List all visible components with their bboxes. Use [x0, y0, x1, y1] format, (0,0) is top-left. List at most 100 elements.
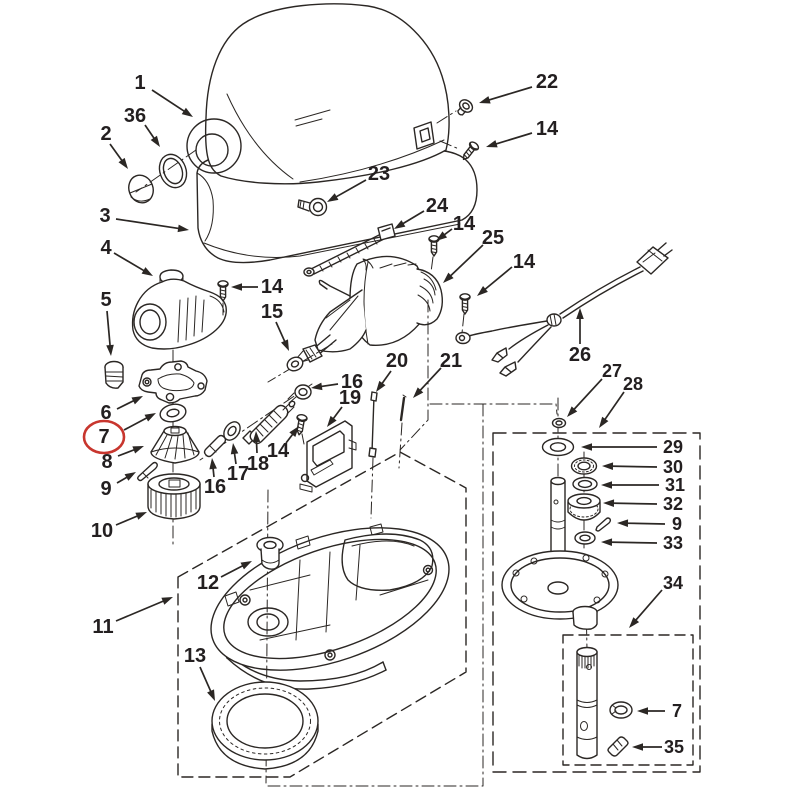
motor [296, 255, 444, 363]
svg-text:25: 25 [482, 227, 504, 249]
svg-text:13: 13 [184, 645, 206, 667]
callout-26: 26 [569, 308, 591, 366]
rod-21 [399, 394, 407, 422]
washer-27 [551, 417, 567, 429]
callout-18: 18 [247, 431, 269, 475]
svg-text:14: 14 [267, 440, 290, 462]
svg-text:5: 5 [100, 289, 111, 311]
pin-20 [368, 391, 378, 458]
callout-13: 13 [184, 645, 215, 701]
callout-7: 7 [637, 701, 682, 721]
lead-assembly [303, 223, 396, 277]
svg-text:31: 31 [665, 475, 685, 495]
callout-28: 28 [599, 374, 643, 428]
svg-text:7: 7 [98, 426, 109, 448]
svg-text:1: 1 [134, 72, 145, 94]
callout-15: 15 [261, 301, 289, 351]
gearcase-housing [210, 523, 450, 690]
svg-text:16: 16 [204, 476, 226, 498]
callout-7: 7 [82, 413, 156, 455]
gear-housing [131, 269, 227, 350]
trim-ring [158, 153, 188, 189]
washer-7 [159, 403, 187, 423]
svg-text:14: 14 [453, 213, 476, 235]
dashed-box-34 [562, 634, 694, 766]
pin-9 [136, 461, 158, 482]
callout-5: 5 [100, 289, 114, 356]
callout-20: 20 [376, 350, 408, 392]
power-cord [455, 242, 673, 377]
washer-33 [574, 531, 596, 545]
callout-35: 35 [632, 737, 684, 757]
svg-text:26: 26 [569, 344, 591, 366]
callout-19: 19 [327, 387, 361, 427]
clutch-16 [287, 384, 312, 404]
callout-31: 31 [601, 475, 685, 495]
screw-14-cord [459, 293, 471, 315]
gear-10 [147, 473, 201, 520]
callout-23: 23 [327, 163, 390, 202]
mixer-body [186, 3, 450, 185]
roll-pin-35 [607, 736, 629, 757]
callout-6: 6 [100, 396, 143, 424]
callout-9: 9 [100, 472, 136, 500]
svg-text:6: 6 [100, 402, 111, 424]
callout-34: 34 [629, 573, 683, 628]
svg-text:9: 9 [672, 514, 682, 534]
callout-36: 36 [124, 105, 160, 147]
callout-30: 30 [602, 457, 683, 477]
svg-text:28: 28 [623, 374, 643, 394]
callout-29: 29 [581, 437, 683, 457]
svg-text:34: 34 [663, 573, 683, 593]
svg-text:21: 21 [440, 350, 462, 372]
svg-text:3: 3 [99, 205, 110, 227]
svg-text:18: 18 [247, 453, 269, 475]
svg-text:14: 14 [261, 276, 284, 298]
callout-12: 12 [197, 561, 252, 594]
callout-33: 33 [601, 533, 683, 553]
pin-9-planetary [595, 517, 612, 532]
svg-text:16: 16 [341, 371, 363, 393]
callout-32: 32 [603, 494, 683, 514]
svg-text:15: 15 [261, 301, 283, 323]
ring-gear-13 [211, 681, 319, 770]
thumb-screw-23 [297, 197, 328, 217]
callout-14: 14 [477, 251, 536, 296]
svg-text:29: 29 [663, 437, 683, 457]
svg-text:33: 33 [663, 533, 683, 553]
callout-22: 22 [479, 71, 558, 104]
callout-3: 3 [99, 205, 189, 233]
washer-17 [223, 421, 241, 441]
gear-32 [567, 493, 601, 521]
bushing-12 [256, 536, 284, 570]
callout-17: 17 [227, 443, 249, 485]
planetary-shaft [501, 476, 619, 630]
callout-16: 16 [311, 371, 363, 393]
washer-29 [541, 437, 575, 457]
svg-text:22: 22 [536, 71, 558, 93]
gasket-6 [138, 360, 208, 404]
dashed-box-28 [492, 432, 701, 773]
svg-text:10: 10 [91, 520, 113, 542]
washer-15 [286, 356, 304, 372]
svg-text:35: 35 [664, 737, 684, 757]
bevel-gear-8 [150, 425, 200, 464]
callout-11: 11 [92, 597, 173, 638]
callout-9: 9 [617, 514, 682, 534]
callout-layer: 1362342322142414251426514156789101619181… [82, 71, 685, 757]
worm-gear-18 [242, 400, 296, 445]
callout-10: 10 [91, 512, 147, 542]
svg-text:30: 30 [663, 457, 683, 477]
svg-text:20: 20 [386, 350, 408, 372]
callout-14: 14 [267, 426, 299, 462]
svg-text:32: 32 [663, 494, 683, 514]
svg-text:4: 4 [100, 237, 112, 259]
callout-4: 4 [100, 237, 153, 276]
svg-text:24: 24 [426, 195, 449, 217]
snap-ring-7 [609, 701, 633, 719]
callout-14: 14 [486, 118, 559, 148]
callout-14: 14 [436, 213, 476, 241]
callout-27: 27 [567, 361, 622, 417]
svg-text:8: 8 [101, 451, 112, 473]
